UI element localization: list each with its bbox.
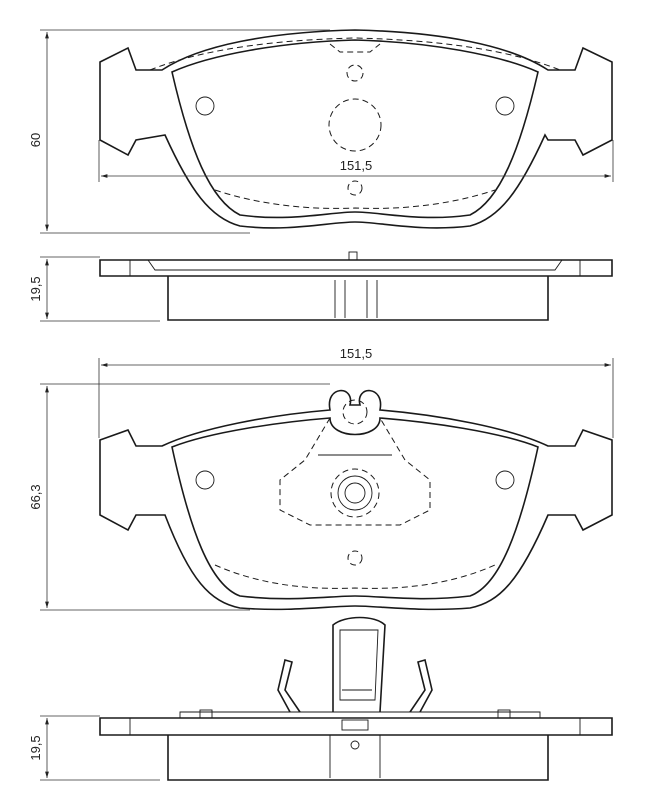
- dimension-width-151-5-top: 151,5: [98, 140, 614, 182]
- dim-label-19-5-top: 19,5: [28, 276, 43, 301]
- dimension-thickness-19-5-bottom: 19,5: [28, 715, 160, 781]
- dimension-height-66-3: 66,3: [28, 383, 330, 611]
- dim-label-151-5-top: 151,5: [340, 158, 373, 173]
- pad-front-view-1: [99, 29, 613, 229]
- dimension-thickness-19-5-top: 19,5: [28, 256, 160, 322]
- pad-side-view-1: [99, 251, 613, 321]
- dim-label-151-5-bottom: 151,5: [340, 346, 373, 361]
- dimension-width-151-5-bottom: 151,5: [98, 346, 614, 438]
- dim-label-60: 60: [28, 133, 43, 147]
- dimension-height-60: 60: [28, 29, 330, 234]
- dim-label-66-3: 66,3: [28, 484, 43, 509]
- pad-side-view-2: [99, 616, 613, 781]
- dim-label-19-5-bottom: 19,5: [28, 735, 43, 760]
- pad-front-view-2: [99, 389, 613, 611]
